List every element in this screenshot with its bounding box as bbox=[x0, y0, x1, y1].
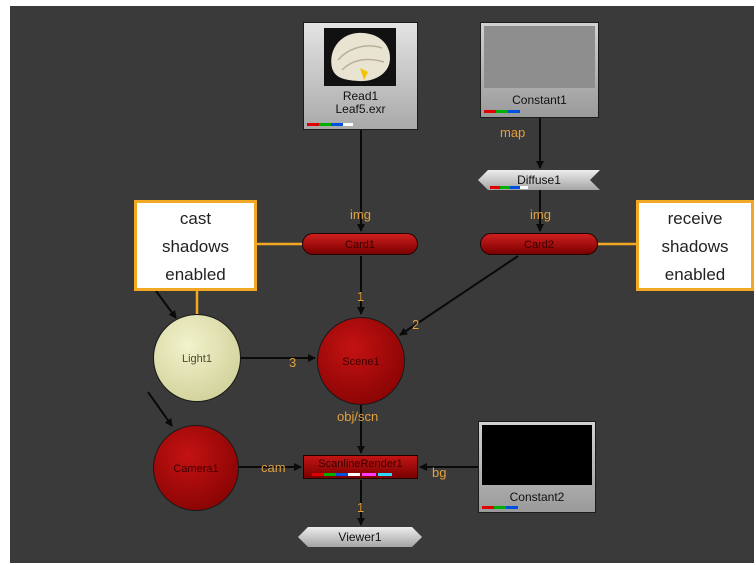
leaf-thumbnail-icon bbox=[324, 28, 396, 86]
channel-indicator-red bbox=[312, 473, 324, 476]
card2-node[interactable]: Card2 bbox=[480, 233, 598, 255]
read-node[interactable]: Read1 Leaf5.exr bbox=[303, 22, 418, 130]
callout-line: shadows bbox=[161, 237, 230, 256]
edge-label-obj-scn: obj/scn bbox=[337, 409, 379, 424]
channel-indicator-magenta bbox=[362, 473, 376, 476]
scene-node[interactable]: Scene1 bbox=[317, 317, 405, 405]
callout-line: shadows bbox=[661, 237, 729, 256]
wire-callout-to-light bbox=[155, 290, 177, 319]
edge-label-input-3: 3 bbox=[289, 355, 297, 370]
scanline-render-label: ScanlineRender1 bbox=[318, 458, 403, 470]
channel-indicator-green bbox=[494, 506, 506, 509]
channel-indicator-alpha bbox=[348, 473, 360, 476]
diffuse-node[interactable]: Diffuse1 bbox=[478, 170, 600, 190]
light-node[interactable]: Light1 bbox=[153, 314, 241, 402]
light-label: Light1 bbox=[182, 353, 212, 365]
card1-node[interactable]: Card1 bbox=[302, 233, 418, 255]
card1-label: Card1 bbox=[345, 239, 375, 251]
channel-indicator-green bbox=[496, 110, 508, 113]
channel-indicator-green bbox=[319, 123, 331, 126]
card2-label: Card2 bbox=[524, 239, 554, 251]
channel-indicator-green bbox=[324, 473, 336, 476]
channel-indicator-blue bbox=[510, 186, 520, 189]
edge-label-map: map bbox=[500, 125, 526, 140]
constant1-thumbnail bbox=[484, 26, 595, 88]
edge-label-cam: cam bbox=[261, 460, 286, 475]
scanline-render-node[interactable]: ScanlineRender1 bbox=[303, 455, 418, 479]
edge-label-viewer-input: 1 bbox=[357, 500, 365, 515]
viewer-node[interactable]: Viewer1 bbox=[298, 527, 422, 547]
channel-indicator-blue bbox=[336, 473, 348, 476]
channel-indicator-red bbox=[482, 506, 494, 509]
edge-label-img-card2: img bbox=[530, 207, 551, 222]
wire-card2-to-scene bbox=[399, 255, 519, 336]
scene-label: Scene1 bbox=[342, 356, 380, 368]
constant1-node[interactable]: Constant1 bbox=[480, 22, 599, 118]
read-node-label: Read1 bbox=[342, 89, 379, 103]
receive-shadows-callout: receive shadows enabled bbox=[636, 200, 754, 291]
channel-indicator-red bbox=[484, 110, 496, 113]
camera-node[interactable]: Camera1 bbox=[153, 425, 239, 511]
channel-indicator-red bbox=[490, 186, 500, 189]
camera-label: Camera1 bbox=[173, 463, 219, 475]
callout-line: cast bbox=[179, 209, 212, 228]
wire-light-to-camera bbox=[147, 391, 173, 427]
callout-line: enabled bbox=[165, 265, 226, 284]
channel-indicator-red bbox=[307, 123, 319, 126]
channel-indicator-green bbox=[500, 186, 510, 189]
viewer-label: Viewer1 bbox=[338, 530, 382, 544]
edge-label-bg: bg bbox=[432, 465, 447, 480]
constant2-thumbnail bbox=[482, 425, 592, 485]
edge-label-input-2: 2 bbox=[412, 317, 420, 332]
cast-shadows-callout: cast shadows enabled bbox=[134, 200, 257, 291]
channel-indicator-cyan bbox=[378, 473, 392, 476]
read-node-file: Leaf5.exr bbox=[335, 102, 386, 116]
channel-indicator-alpha bbox=[343, 123, 353, 126]
callout-line: enabled bbox=[664, 265, 726, 284]
channel-indicator-blue bbox=[506, 506, 518, 509]
constant2-node[interactable]: Constant2 bbox=[478, 421, 596, 513]
constant2-label: Constant2 bbox=[509, 490, 565, 504]
callout-line: receive bbox=[667, 209, 723, 228]
edge-label-input-1: 1 bbox=[357, 289, 365, 304]
constant1-label: Constant1 bbox=[512, 93, 567, 107]
channel-indicator-blue bbox=[331, 123, 343, 126]
edge-label-img-card1: img bbox=[350, 207, 371, 222]
diffuse-node-label: Diffuse1 bbox=[517, 173, 561, 187]
channel-indicator-blue bbox=[508, 110, 520, 113]
channel-indicator-alpha bbox=[520, 186, 528, 189]
